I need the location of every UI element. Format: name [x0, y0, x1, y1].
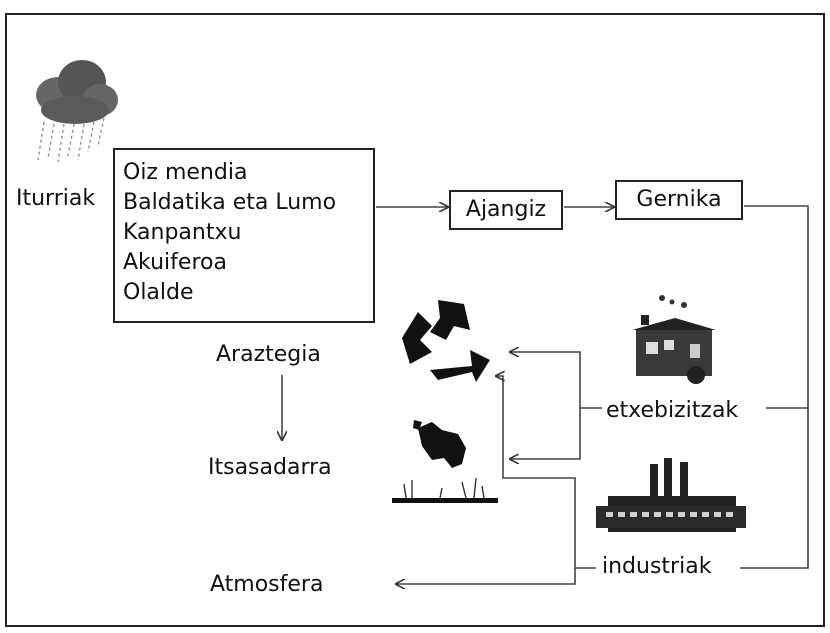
- source-item: Baldatika eta Lumo: [123, 190, 337, 215]
- ajangiz-box: Ajangiz: [449, 190, 563, 230]
- gernika-distribution-line: [740, 205, 809, 569]
- factory-icon: [596, 458, 746, 532]
- arrow-industriak-to-atmosfera: [396, 568, 576, 584]
- rain-cloud-icon: [36, 60, 118, 163]
- gernika-label: Gernika: [636, 187, 722, 212]
- araztegia-label: Araztegia: [216, 342, 321, 367]
- diagram-frame: [5, 13, 825, 627]
- sources-box: Oiz mendia Baldatika eta Lumo Kanpantxu …: [113, 148, 375, 323]
- arrow-industriak-to-recycle: [496, 376, 596, 569]
- polluted-water-icon: [392, 420, 498, 503]
- arrow-etxebizitzak-to-water: [510, 408, 581, 459]
- source-item: Oiz mendia: [123, 160, 248, 185]
- source-item: Akuiferoa: [123, 250, 227, 275]
- etxebizitzak-label: etxebizitzak: [606, 398, 739, 423]
- house-icon: [632, 295, 716, 384]
- source-item: Kanpantxu: [123, 220, 242, 245]
- recycle-icon: [402, 300, 490, 382]
- itsasadarra-label: Itsasadarra: [208, 455, 332, 480]
- arrow-etxebizitzak-to-recycle: [510, 352, 602, 409]
- industriak-label: industriak: [602, 554, 712, 579]
- atmosfera-label: Atmosfera: [210, 572, 324, 597]
- gernika-box: Gernika: [615, 180, 743, 220]
- source-label: Iturriak: [16, 186, 96, 211]
- source-item: Olalde: [123, 280, 194, 305]
- ajangiz-label: Ajangiz: [465, 197, 547, 222]
